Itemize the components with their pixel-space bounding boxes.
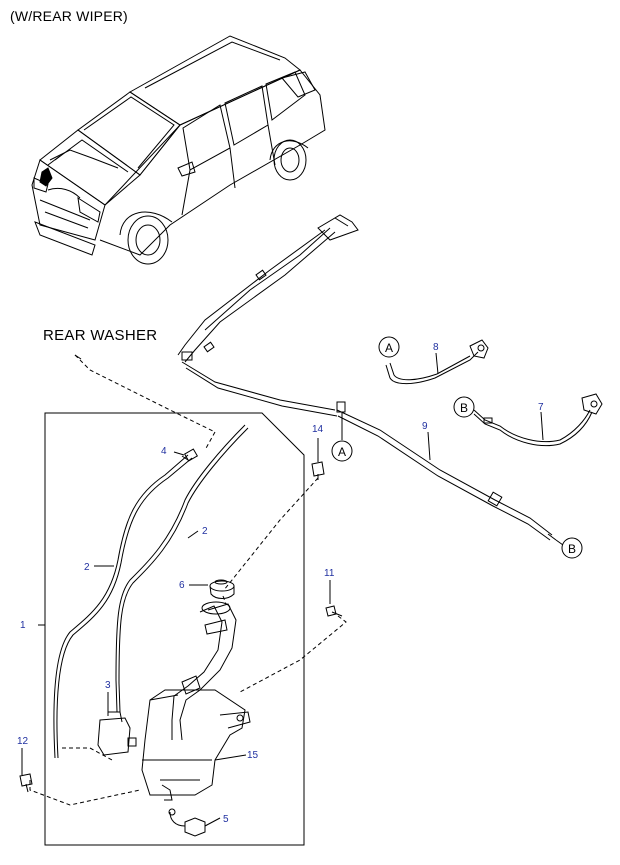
callout-6: 6 [179, 580, 185, 591]
part-15-tank [97, 601, 251, 801]
dashed-leaders [29, 354, 347, 806]
callout-7: 7 [538, 402, 544, 413]
callout-12: 12 [17, 736, 29, 747]
callout-14: 14 [312, 424, 324, 435]
callout-2-right: 2 [202, 526, 208, 537]
callout-8: 8 [433, 342, 439, 353]
rear-washer-label: REAR WASHER [43, 327, 158, 344]
vehicle-illustration [31, 35, 326, 265]
part-4-connector [181, 448, 199, 462]
connector-b-lower: B [561, 537, 583, 559]
part-8-hose [385, 339, 489, 385]
assembly-outline [44, 412, 305, 846]
svg-text:A: A [338, 445, 346, 459]
callout-9: 9 [422, 421, 428, 432]
leader-b-lower [555, 539, 564, 546]
part-7-hose [473, 393, 603, 447]
connector-b-upper: B [453, 396, 475, 418]
part-12-bolt [19, 773, 33, 793]
part-2-hoses [53, 424, 249, 759]
svg-text:A: A [385, 341, 393, 355]
connector-a-upper: A [378, 336, 400, 358]
callout-3: 3 [105, 680, 111, 691]
callout-11: 11 [324, 568, 335, 579]
callout-15: 15 [247, 750, 259, 761]
diagram-title: (W/REAR WIPER) [10, 8, 128, 24]
part-14-grommet [311, 461, 325, 480]
svg-text:B: B [568, 542, 576, 556]
callout-2-left: 2 [84, 562, 90, 573]
callout-4: 4 [161, 446, 167, 457]
svg-text:B: B [460, 401, 468, 415]
callout-leaders [21, 352, 544, 827]
connector-a-lower: A [331, 440, 353, 462]
rear-washer-arrow [74, 354, 82, 360]
part-11-bolt [325, 605, 343, 617]
part-6-cap [209, 579, 235, 599]
part-5-sensor [168, 808, 206, 837]
callout-1: 1 [20, 620, 26, 631]
front-hose-assembly [177, 214, 557, 541]
callout-5: 5 [223, 814, 229, 825]
